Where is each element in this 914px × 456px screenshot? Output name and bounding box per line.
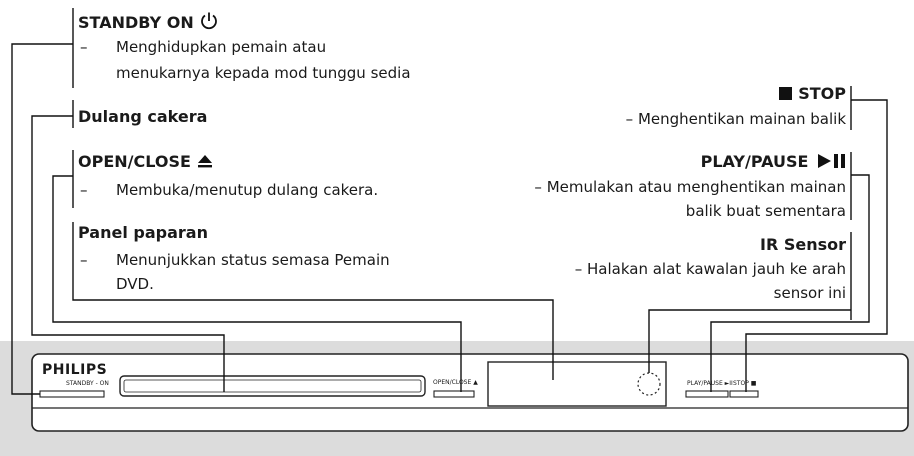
power-icon: [201, 12, 218, 30]
stop-desc: – Menghentikan mainan balik: [625, 110, 846, 128]
ir-desc-1: – Halakan alat kawalan jauh ke arah: [574, 260, 846, 278]
leader-display: [72, 222, 554, 380]
disc-tray-slot: [119, 375, 426, 397]
standby-dash: –: [80, 38, 88, 56]
eject-icon: [197, 155, 212, 168]
open-close-title: OPEN/CLOSE: [78, 151, 213, 173]
device-play-pause-label: PLAY/PAUSE ►II: [687, 380, 733, 387]
play-pause-icon: [818, 154, 846, 168]
standby-desc-1: Menghidupkan pemain atau: [116, 38, 327, 56]
display-desc-2: DVD.: [116, 275, 154, 293]
leader-open-close-path: [52, 175, 462, 392]
ir-title: IR Sensor: [759, 235, 846, 254]
play-pause-button: [685, 390, 729, 398]
display-dash: –: [80, 251, 88, 269]
stop-button: [729, 390, 759, 398]
leader-standby-path: [11, 43, 73, 395]
device-standby-label: STANDBY - ON: [66, 380, 109, 387]
play-pause-title: PLAY/PAUSE: [701, 151, 846, 173]
leader-stop-path: [745, 99, 888, 392]
display-desc-1: Menunjukkan status semasa Pemain: [116, 251, 390, 269]
device-brand: PHILIPS: [42, 362, 108, 378]
play-pause-desc-1: – Memulakan atau menghentikan mainan: [534, 178, 846, 196]
device-open-close-label: OPEN/CLOSE ▲: [433, 379, 478, 386]
open-close-desc: Membuka/menutup dulang cakera.: [116, 181, 379, 199]
leader-tray-path: [31, 115, 225, 392]
leader-ir-path: [648, 309, 851, 373]
standby-desc-2: menukarnya kepada mod tunggu sedia: [116, 64, 411, 82]
open-close-dash: –: [80, 181, 88, 199]
tray-title: Dulang cakera: [78, 107, 208, 126]
leader-play-pause-path: [710, 174, 870, 392]
ir-desc-2: sensor ini: [773, 284, 846, 302]
open-close-button: [433, 390, 475, 398]
display-window: [487, 361, 667, 407]
device-stop-label: STOP ■: [733, 380, 757, 387]
stop-square-icon: [779, 87, 793, 100]
standby-title: STANDBY ON: [78, 8, 219, 34]
standby-button: [39, 390, 105, 398]
play-pause-desc-2: balik buat sementara: [685, 202, 846, 220]
stop-title: STOP: [779, 83, 846, 105]
display-title: Panel paparan: [78, 223, 208, 242]
ir-sensor: [637, 372, 661, 396]
